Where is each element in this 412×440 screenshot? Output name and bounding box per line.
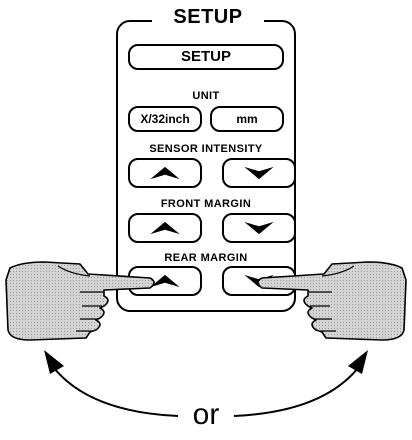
arrow-down-icon <box>244 166 274 180</box>
right-curved-arrow-icon <box>233 350 368 417</box>
arrow-up-icon <box>150 221 180 235</box>
rear-margin-up-button[interactable] <box>128 266 202 296</box>
rear-margin-label: REAR MARGIN <box>164 252 248 264</box>
arrow-up-icon <box>150 274 180 288</box>
arrow-up-icon <box>150 166 180 180</box>
panel-title: SETUP <box>152 4 264 30</box>
front-margin-down-button[interactable] <box>222 213 296 243</box>
sensor-intensity-label: SENSOR INTENSITY <box>149 143 263 155</box>
setup-button[interactable]: SETUP <box>128 44 284 70</box>
or-label: or <box>192 398 220 431</box>
rear-margin-down-button[interactable] <box>222 266 296 296</box>
unit-inch-button[interactable]: X/32inch <box>128 106 202 132</box>
front-margin-up-button[interactable] <box>128 213 202 243</box>
sensor-intensity-up-button[interactable] <box>128 158 202 188</box>
arrow-down-icon <box>244 274 274 288</box>
front-margin-label: FRONT MARGIN <box>160 198 252 210</box>
unit-label: UNIT <box>192 90 220 102</box>
arrow-down-icon <box>244 221 274 235</box>
unit-mm-button[interactable]: mm <box>210 106 284 132</box>
left-curved-arrow-icon <box>44 350 179 417</box>
sensor-intensity-down-button[interactable] <box>222 158 296 188</box>
